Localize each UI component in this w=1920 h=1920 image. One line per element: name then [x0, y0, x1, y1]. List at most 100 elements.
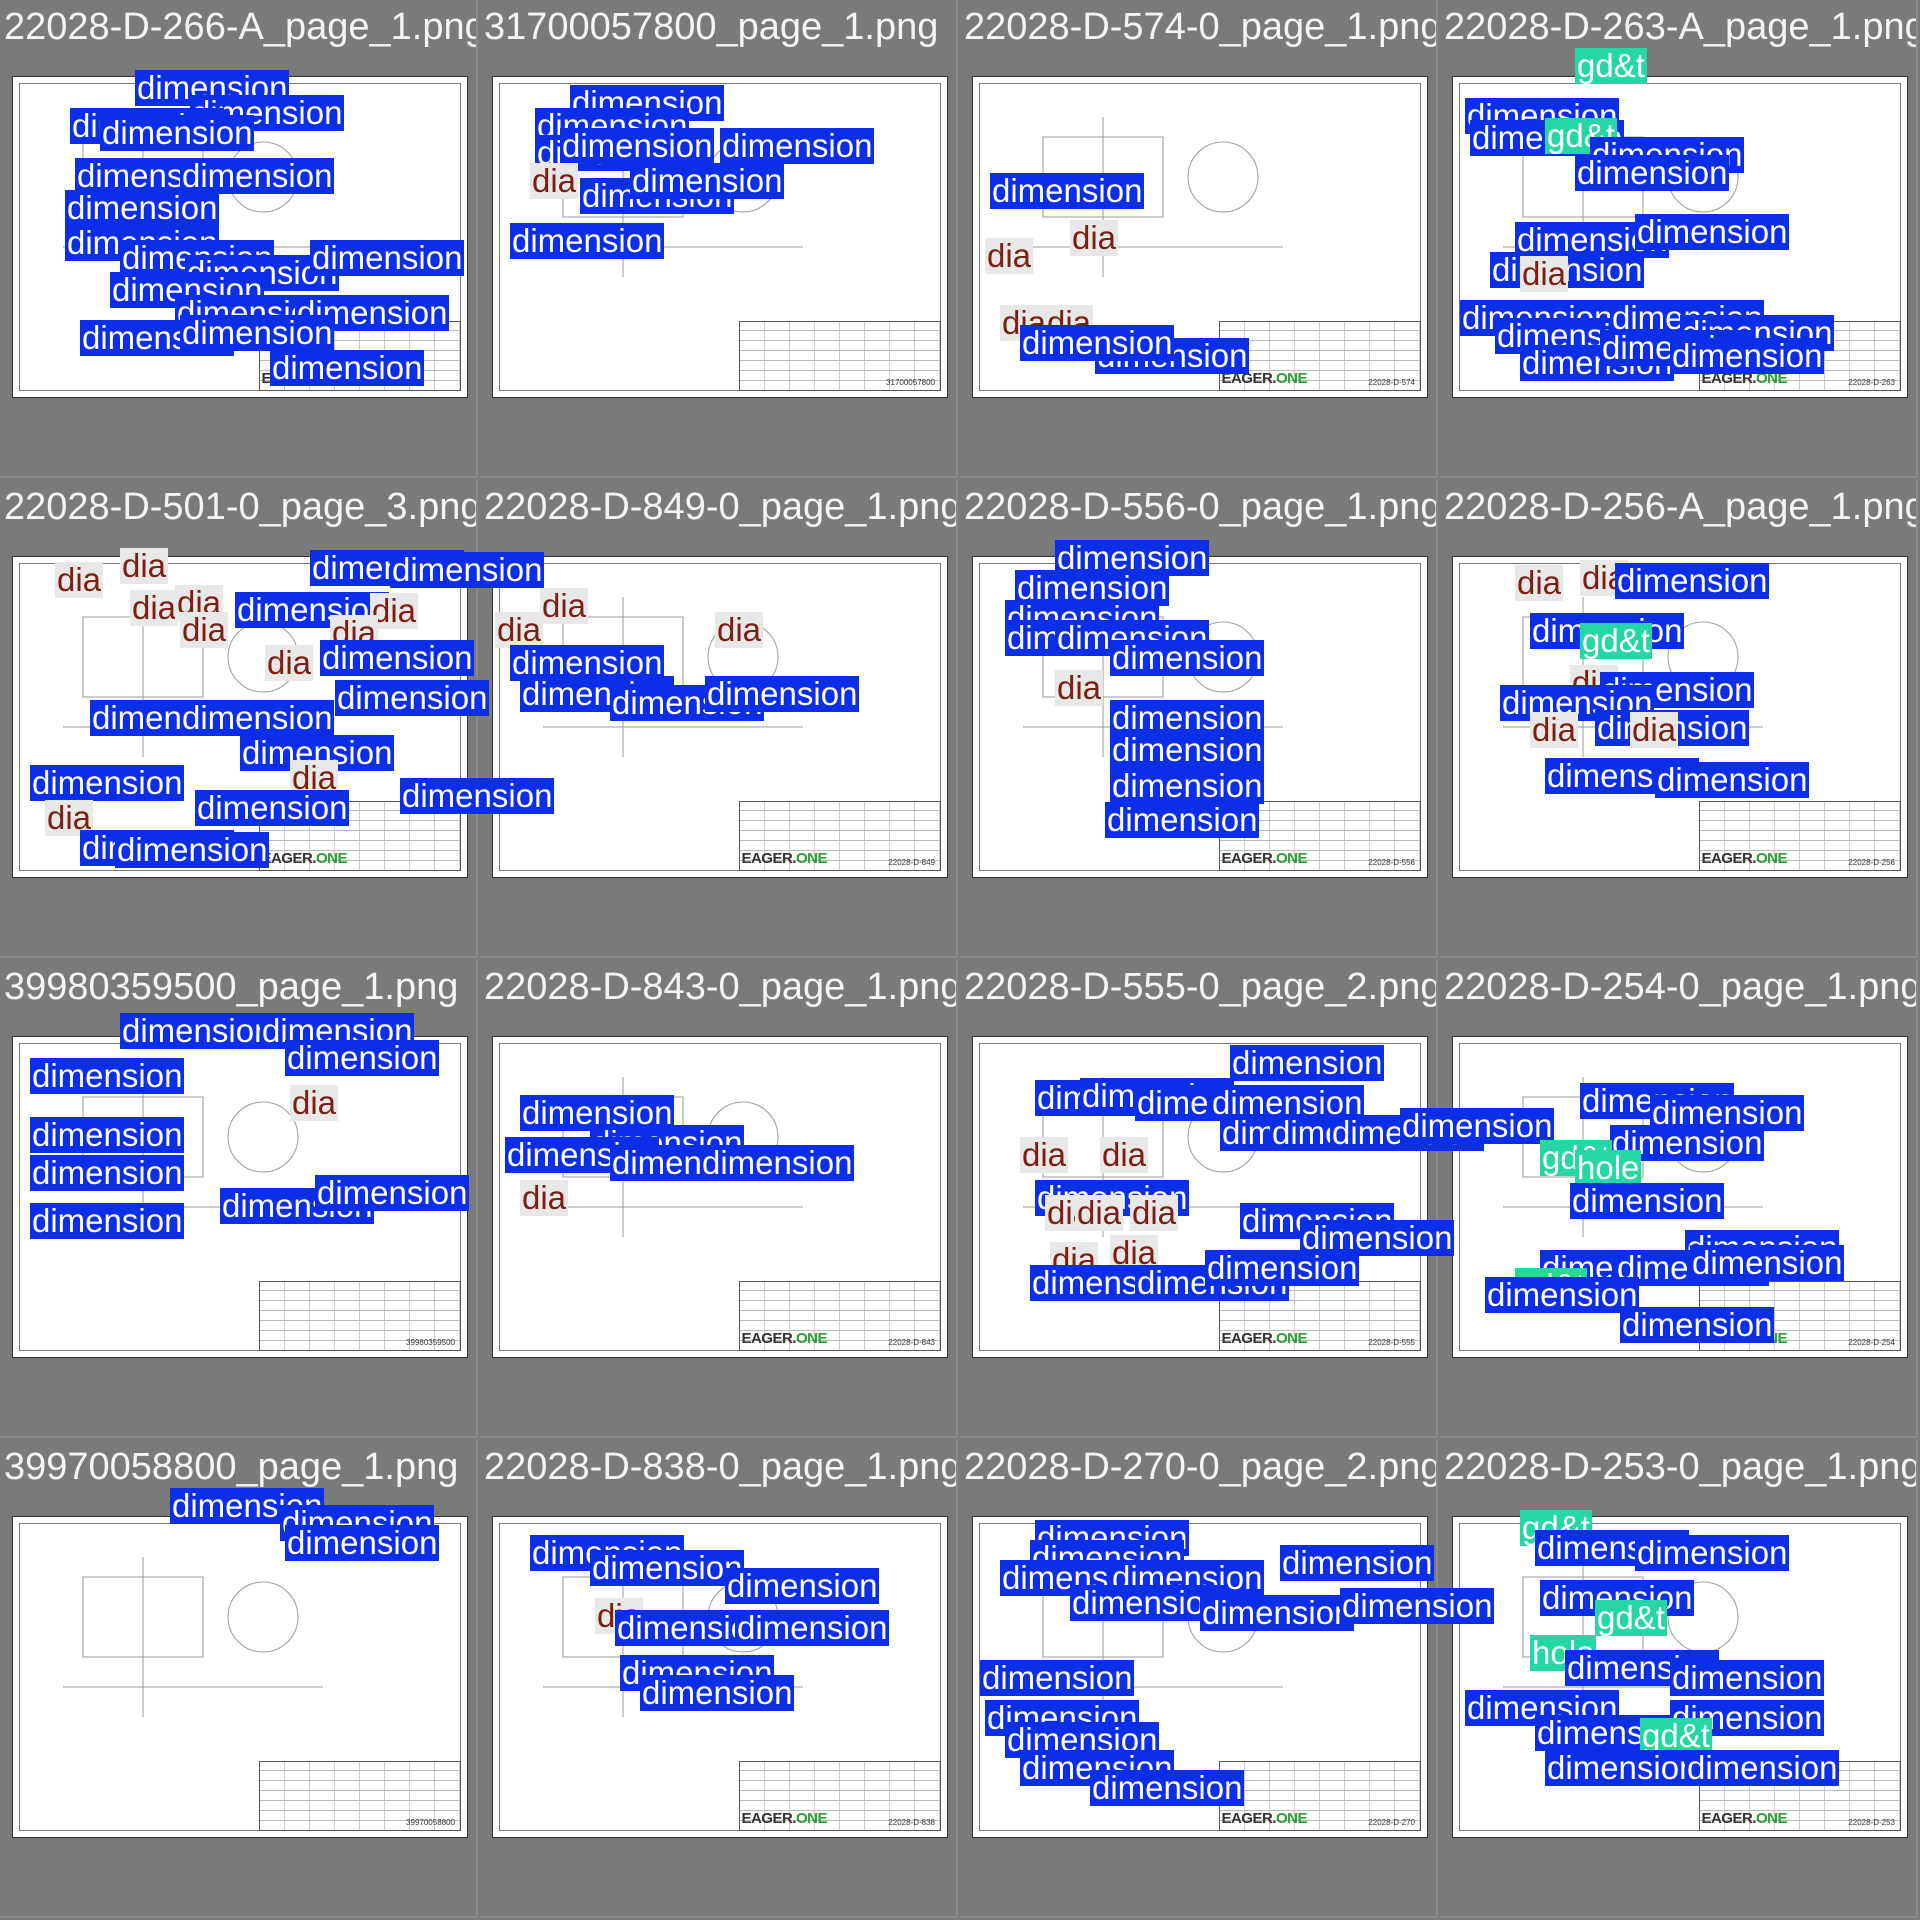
label-dimension: dimension [980, 1659, 1135, 1696]
tile-filename: 22028-D-254-0_page_1.png [1444, 966, 1918, 1008]
label-dia: dia [1520, 255, 1569, 292]
sketch-line [227, 1101, 299, 1173]
brand-logo: EAGER.ONE [1701, 850, 1787, 867]
drawing-number: 39970058800 [406, 1818, 455, 1827]
brand-logo: EAGER.ONE [741, 850, 827, 867]
label-dia: dia [120, 547, 169, 584]
label-dimension: dimension [705, 675, 860, 712]
drawing-sheet: 39970058800 [12, 1516, 468, 1838]
brand-logo: EAGER.ONE [1221, 850, 1307, 867]
label-dimension: dimension [120, 1012, 275, 1049]
drawing-frame [499, 1043, 941, 1351]
label-dia: dia [495, 611, 544, 648]
drawing-number: 22028-D-838 [888, 1818, 935, 1827]
brand-logo: EAGER.ONE [261, 850, 347, 867]
brand-logo: EAGER.ONE [1701, 1810, 1787, 1827]
label-dimension: dimension [1685, 1749, 1840, 1786]
label-dimension: dimension [1690, 1244, 1845, 1281]
label-dia: dia [1075, 1194, 1124, 1231]
label-dia: dia [1070, 219, 1119, 256]
drawing-number: 31700057800 [886, 378, 935, 387]
label-dimension: dimension [285, 1039, 440, 1076]
label-dimension: dimension [510, 644, 665, 681]
title-block [1219, 321, 1421, 391]
tile-filename: 31700057800_page_1.png [484, 6, 939, 48]
tile-filename: 22028-D-270-0_page_2.png [964, 1446, 1438, 1488]
brand-logo: EAGER.ONE [741, 1810, 827, 1827]
label-dimension: dimension [1205, 1249, 1360, 1286]
label-dia: dia [265, 644, 314, 681]
label-dia: dia [1130, 1194, 1179, 1231]
label-dimension: dimension [1230, 1044, 1385, 1081]
label-dimension: dimension [1110, 731, 1265, 768]
drawing-frame [499, 563, 941, 871]
label-dia: dia [130, 589, 179, 626]
label-dimension: dimension [115, 831, 270, 868]
label-dia: dia [715, 611, 764, 648]
label-dimension: dimension [180, 314, 335, 351]
label-dimension: dimension [30, 1154, 185, 1191]
label-dimension: dimension [270, 349, 425, 386]
brand-logo: EAGER.ONE [1701, 370, 1787, 387]
drawing-number: 22028-D-556 [1368, 858, 1415, 867]
tile-filename: 22028-D-501-0_page_3.png [4, 486, 478, 528]
drawing-number: 22028-D-574 [1368, 378, 1415, 387]
label-dimension: dimension [990, 172, 1145, 209]
label-dia: dia [1050, 1241, 1099, 1278]
label-dimension: dimension [320, 639, 475, 676]
label-dimension: dimension [720, 127, 875, 164]
title-block [739, 801, 941, 871]
tile-filename: 22028-D-838-0_page_1.png [484, 1446, 958, 1488]
brand-logo: EAGER.ONE [1221, 1330, 1307, 1347]
drawing-frame [19, 563, 461, 871]
label-dimension: dimension [1545, 1749, 1700, 1786]
label-dimension: dimension [1635, 1534, 1790, 1571]
label-dimension: dimension [65, 189, 220, 226]
label-dimension: dimension [1090, 1769, 1245, 1806]
drawing-frame [499, 1523, 941, 1831]
label-dimension: dimension [700, 1144, 855, 1181]
sketch-line [227, 1581, 299, 1653]
label-dimension: dimension [1655, 761, 1810, 798]
label-gdt: gd&t [1640, 1717, 1712, 1754]
part-sketch [63, 1557, 323, 1717]
tile-filename: 22028-D-849-0_page_1.png [484, 486, 958, 528]
drawing-frame [979, 83, 1421, 391]
drawing-number: 22028-D-843 [888, 1338, 935, 1347]
label-dimension: dimension [295, 294, 450, 331]
label-dimension: dimension [1670, 1659, 1825, 1696]
label-dimension: dimension [1615, 562, 1770, 599]
tile-filename: 22028-D-843-0_page_1.png [484, 966, 958, 1008]
label-dimension: dimension [640, 1674, 795, 1711]
sketch-line [1187, 141, 1259, 213]
label-dimension: dimension [335, 679, 490, 716]
label-dimension: dimension [1400, 1107, 1555, 1144]
tile-filename: 22028-D-256-A_page_1.png [1444, 486, 1918, 528]
label-dimension: dimension [400, 777, 555, 814]
label-dia: dia [1100, 1136, 1149, 1173]
label-dimension: dimension [30, 1116, 185, 1153]
label-dimension: dimension [1485, 1276, 1640, 1313]
drawing-frame [1459, 1523, 1901, 1831]
label-dia: dia [1630, 711, 1679, 748]
label-dimension: dimension [100, 114, 255, 151]
label-dimension: dimension [1635, 213, 1790, 250]
label-dia: dia [520, 1179, 569, 1216]
drawing-number: 22028-D-256 [1848, 858, 1895, 867]
title-block [739, 1761, 941, 1831]
label-gdt: gd&t [1580, 622, 1652, 659]
label-dia: dia [55, 561, 104, 598]
drawing-frame [1459, 83, 1901, 391]
label-dimension: dimension [310, 239, 465, 276]
brand-logo: EAGER.ONE [1221, 370, 1307, 387]
label-dimension: dimension [1280, 1544, 1435, 1581]
label-dia: dia [1055, 669, 1104, 706]
label-hole: hole [1575, 1149, 1642, 1186]
label-dimension: dimension [725, 1567, 880, 1604]
label-dia: dia [1515, 564, 1564, 601]
